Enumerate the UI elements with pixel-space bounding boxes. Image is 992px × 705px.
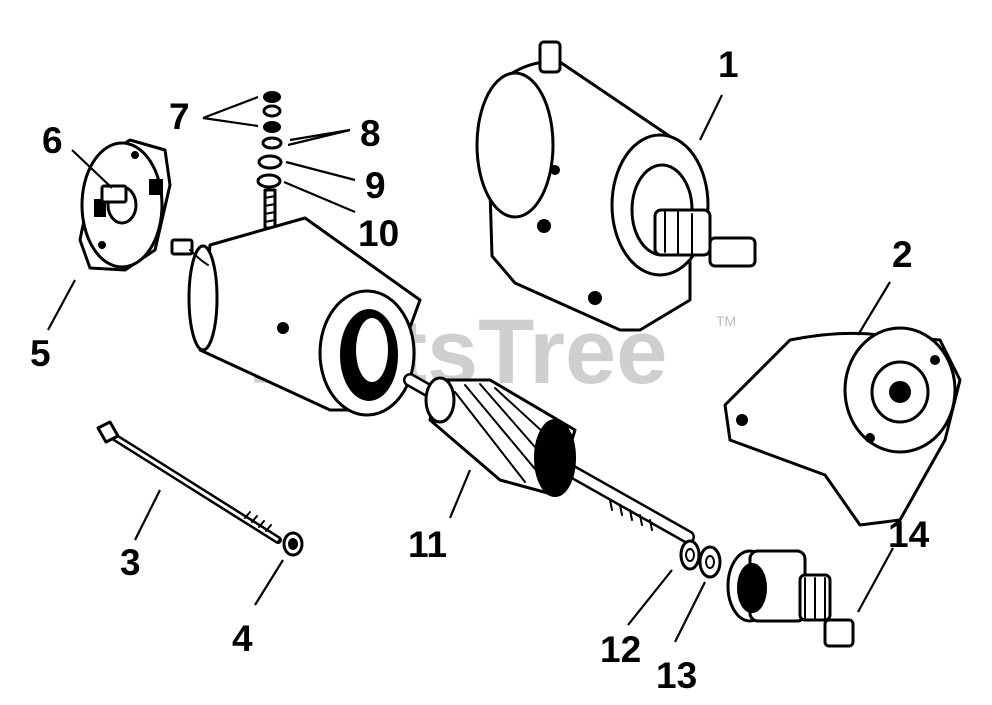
part-8-washers[interactable]: [261, 136, 283, 150]
part-12-washer[interactable]: [679, 539, 701, 571]
callout-13: 13: [656, 655, 697, 696]
callout-8: 8: [360, 113, 381, 154]
callout-12: 12: [600, 629, 641, 670]
callout-5: 5: [30, 333, 51, 374]
callout-9: 9: [365, 165, 386, 206]
part-13-washer[interactable]: [698, 545, 722, 579]
leader-lines: [47, 94, 894, 643]
part-3-through-bolt[interactable]: [96, 420, 282, 544]
callout-labels: 1 2 3 4 5 6 7 8 9 10 11 12 13 14: [30, 44, 930, 696]
callout-3: 3: [120, 542, 141, 583]
callout-6: 6: [42, 120, 63, 161]
part-2-drive-end-bracket[interactable]: [723, 326, 962, 527]
part-7-nuts[interactable]: [262, 91, 282, 133]
callout-7: 7: [169, 96, 190, 137]
part-10-terminal-stud[interactable]: [263, 188, 277, 230]
callout-10: 10: [358, 213, 399, 254]
part-9-washer[interactable]: [256, 154, 283, 189]
callout-11: 11: [408, 524, 447, 565]
part-6-brush-holder[interactable]: [100, 184, 128, 204]
watermark-tm: TM: [716, 313, 736, 329]
callout-14: 14: [888, 514, 930, 555]
field-frame-housing[interactable]: [170, 216, 422, 417]
callout-1: 1: [718, 44, 739, 85]
callout-2: 2: [892, 234, 913, 275]
part-11-armature[interactable]: [403, 373, 695, 544]
part-4-nut[interactable]: [282, 531, 304, 557]
part-14-drive-pinion[interactable]: [726, 549, 855, 648]
part-1-starter-motor[interactable]: [475, 40, 757, 332]
callout-4: 4: [232, 618, 253, 659]
part-5-end-cap[interactable]: [78, 138, 172, 272]
